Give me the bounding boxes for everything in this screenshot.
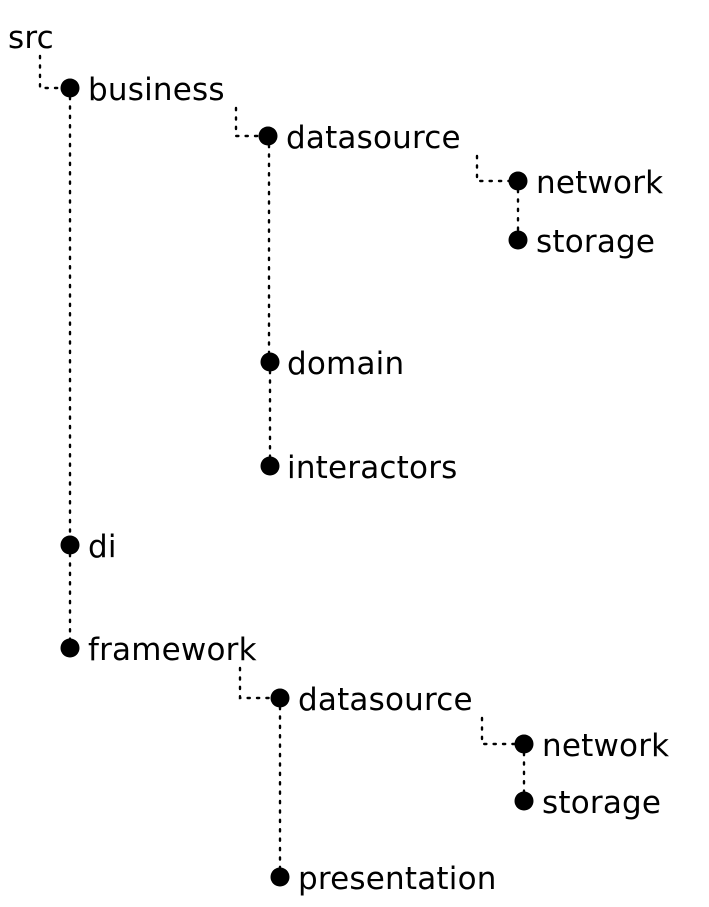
node-bullet-icon — [258, 126, 278, 146]
tree-node-di[interactable]: di — [60, 529, 117, 565]
node-bullet-icon — [270, 688, 290, 708]
tree-connector-fw-datasource-to-fw-ds-network — [480, 716, 517, 746]
tree-node-framework[interactable]: framework — [60, 632, 257, 668]
tree-node-bus-interactors[interactable]: interactors — [260, 450, 458, 486]
tree-node-label: src — [8, 20, 54, 56]
tree-node-fw-ds-storage[interactable]: storage — [514, 785, 662, 821]
tree-node-label: network — [542, 728, 669, 764]
tree-node-bus-domain[interactable]: domain — [260, 346, 405, 382]
node-layer: src business datasource network storage domai… — [8, 20, 669, 897]
tree-connector-src-to-business — [38, 54, 63, 90]
tree-node-label: framework — [88, 632, 257, 668]
node-bullet-icon — [60, 535, 80, 555]
node-bullet-icon — [260, 456, 280, 476]
tree-node-label: presentation — [298, 861, 497, 897]
node-bullet-icon — [514, 791, 534, 811]
node-bullet-icon — [60, 78, 80, 98]
tree-node-bus-ds-storage[interactable]: storage — [508, 224, 656, 260]
tree-node-bus-ds-network[interactable]: network — [508, 165, 664, 201]
tree-node-bus-datasource[interactable]: datasource — [258, 120, 461, 156]
tree-node-business[interactable]: business — [60, 72, 225, 108]
node-bullet-icon — [60, 638, 80, 658]
node-bullet-icon — [270, 867, 290, 887]
tree-node-label: datasource — [286, 120, 461, 156]
tree-node-label: datasource — [298, 682, 473, 718]
tree-node-label: domain — [287, 346, 404, 382]
tree-node-label: storage — [536, 224, 655, 260]
tree-node-label: di — [88, 529, 117, 565]
tree-connector-bus-datasource-to-bus-ds-network — [475, 154, 511, 183]
tree-node-label: business — [88, 72, 225, 108]
tree-connector-business-to-bus-datasource — [234, 106, 261, 138]
tree-connector-framework-to-fw-datasource — [238, 666, 273, 700]
tree-node-fw-datasource[interactable]: datasource — [270, 682, 473, 718]
node-bullet-icon — [508, 171, 528, 191]
tree-node-label: storage — [542, 785, 661, 821]
node-bullet-icon — [260, 352, 280, 372]
node-bullet-icon — [514, 734, 534, 754]
tree-node-label: network — [536, 165, 663, 201]
node-bullet-icon — [508, 230, 528, 250]
tree-node-label: interactors — [287, 450, 458, 486]
tree-node-fw-ds-network[interactable]: network — [514, 728, 670, 764]
connector-layer — [38, 54, 526, 870]
tree-node-src[interactable]: src — [8, 20, 54, 56]
tree-node-fw-presentation[interactable]: presentation — [270, 861, 497, 897]
